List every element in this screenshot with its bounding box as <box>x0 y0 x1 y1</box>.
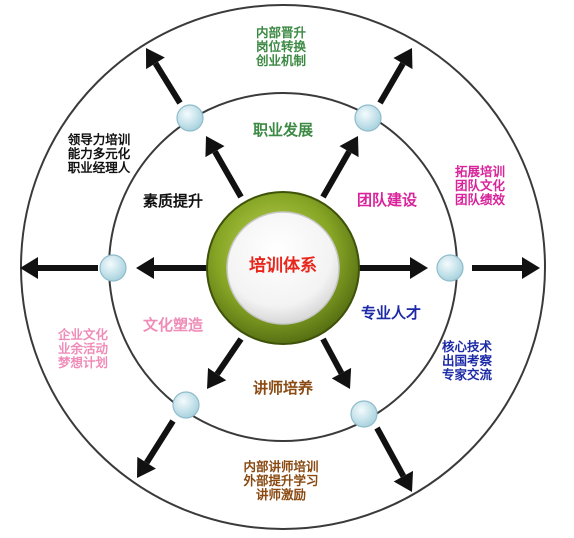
ring-node-bottom-left <box>172 391 200 419</box>
outer-item: 讲师激励 <box>255 486 306 502</box>
outer-list-culture: 企业文化 业余活动 梦想计划 <box>28 328 138 369</box>
arrow-outer-left <box>20 257 98 279</box>
inner-label-culture: 文化塑造 <box>142 316 203 334</box>
arrow-outer-top-right <box>377 48 413 105</box>
center-title: 培训体系 <box>249 256 317 276</box>
outer-list-lecturer: 内部讲师培训 外部提升学习 讲师激励 <box>216 460 346 501</box>
arrow-inner-bottom-left <box>207 337 244 389</box>
ring-node-right <box>436 254 464 282</box>
outer-list-talent: 核心技术 出国考察 专家交流 <box>412 340 522 381</box>
outer-ring <box>20 4 546 530</box>
outer-item: 能力多元化 <box>67 145 131 161</box>
outer-item: 职业经理人 <box>67 159 131 175</box>
center-hub <box>206 191 360 345</box>
inner-label-lecturer: 讲师培养 <box>252 379 313 397</box>
outer-item: 创业机制 <box>255 52 306 68</box>
arrow-outer-right <box>472 257 540 279</box>
outer-list-career: 内部晋升 岗位转换 创业机制 <box>226 26 336 67</box>
ring-node-top-left <box>176 104 204 132</box>
arrow-inner-right <box>358 257 428 279</box>
arrow-outer-bottom-right <box>374 426 414 492</box>
outer-item: 梦想计划 <box>57 354 108 370</box>
ring-node-bottom-right <box>350 400 378 428</box>
outer-item: 团队文化 <box>454 177 505 193</box>
outer-item: 专家交流 <box>441 366 492 382</box>
outer-item: 外部提升学习 <box>243 472 319 488</box>
inner-label-career: 职业发展 <box>252 121 313 139</box>
inner-label-team: 团队建设 <box>356 191 417 209</box>
outer-list-quality: 领导力培训 能力多元化 职业经理人 <box>44 133 154 174</box>
outer-item: 岗位转换 <box>255 38 306 54</box>
arrow-inner-left <box>136 257 208 279</box>
outer-item: 出国考察 <box>441 352 492 368</box>
ring-node-left <box>99 254 127 282</box>
arrow-outer-top-left <box>146 48 183 105</box>
outer-list-team: 拓展培训 团队文化 团队绩效 <box>425 165 535 206</box>
outer-item: 核心技术 <box>441 339 492 354</box>
inner-label-talent: 专业人才 <box>360 304 421 322</box>
outer-item: 业余活动 <box>57 340 108 356</box>
outer-item: 内部讲师培训 <box>243 459 319 474</box>
arrow-inner-bottom-right <box>320 337 352 389</box>
inner-label-quality: 素质提升 <box>142 192 203 210</box>
outer-item: 团队绩效 <box>454 191 505 207</box>
arrow-outer-bottom-left <box>137 419 176 478</box>
outer-item: 企业文化 <box>57 327 108 342</box>
ring-node-top-right <box>354 104 382 132</box>
outer-item: 领导力培训 <box>67 132 131 147</box>
arrow-inner-top-left <box>205 136 244 199</box>
arrow-inner-top-right <box>320 136 359 199</box>
outer-item: 内部晋升 <box>255 25 306 40</box>
outer-item: 拓展培训 <box>454 164 505 179</box>
